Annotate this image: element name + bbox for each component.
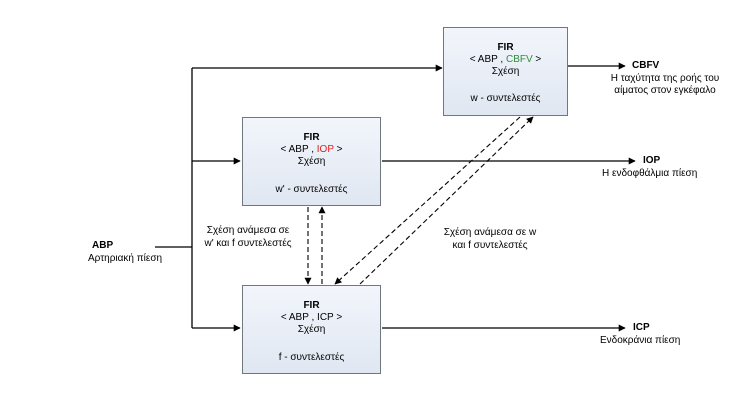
relation-signal-iop: IOP	[316, 144, 334, 155]
relation-open: < ABP ,	[469, 54, 506, 65]
abp-input-description: Αρτηριακή πίεση	[88, 253, 163, 264]
fir-title: FIR	[303, 300, 320, 311]
fir-box-iop: FIR < ABP , IOP > Σχέση w' - συντελεστές	[242, 117, 381, 206]
fir-title: FIR	[497, 42, 514, 53]
dashed-arrow-cbfv-to-icp	[334, 116, 521, 285]
relation-cbfv-icp-line2: και f συντελεστές	[452, 240, 528, 251]
fir-relation: < ABP , CBFV >	[444, 54, 567, 66]
relation-close: >	[333, 144, 343, 155]
cbfv-output-description-line2: αίματος στον εγκέφαλο	[614, 85, 716, 96]
fir-relation: < ABP , IOP >	[243, 144, 380, 156]
fir-relation: < ABP , ICP >	[243, 312, 380, 324]
fir-title: FIR	[303, 132, 320, 143]
icp-output-name: ICP	[633, 322, 650, 333]
iop-output-description: Η ενδοφθάλμια πίεση	[602, 168, 698, 179]
fir-relation-label: Σχέση	[297, 156, 326, 167]
fir-relation-label: Σχέση	[297, 324, 326, 335]
relation-signal-icp: ICP	[317, 312, 334, 323]
relation-close: >	[532, 54, 542, 65]
relation-signal-cbfv: CBFV	[505, 54, 533, 65]
cbfv-output-description-line1: Η ταχύτητα της ροής του	[610, 73, 720, 84]
relation-open: < ABP ,	[280, 312, 318, 323]
relation-open: < ABP ,	[280, 144, 317, 155]
fir-box-icp: FIR < ABP , ICP > Σχέση f - συντελεστές	[242, 285, 381, 374]
fir-coefficients: w' - συντελεστές	[275, 184, 348, 195]
relation-iop-icp-line1: Σχέση ανάμεσα σε	[206, 225, 290, 236]
fir-coefficients: f - συντελεστές	[278, 352, 345, 363]
abp-input-name: ABP	[92, 240, 114, 251]
icp-output-description: Ενδοκράνια πίεση	[600, 335, 681, 346]
cbfv-output-name: CBFV	[632, 60, 660, 71]
fir-box-cbfv: FIR < ABP , CBFV > Σχέση w - συντελεστές	[443, 27, 568, 116]
dashed-arrow-icp-to-cbfv	[359, 116, 534, 285]
relation-close: >	[333, 312, 343, 323]
iop-output-name: IOP	[643, 155, 661, 166]
fir-relation-label: Σχέση	[491, 66, 520, 77]
fir-coefficients: w - συντελεστές	[470, 93, 541, 104]
relation-cbfv-icp-line1: Σχέση ανάμεσα σε w	[443, 227, 537, 238]
relation-iop-icp-line2: w' και f συντελεστές	[204, 238, 292, 249]
